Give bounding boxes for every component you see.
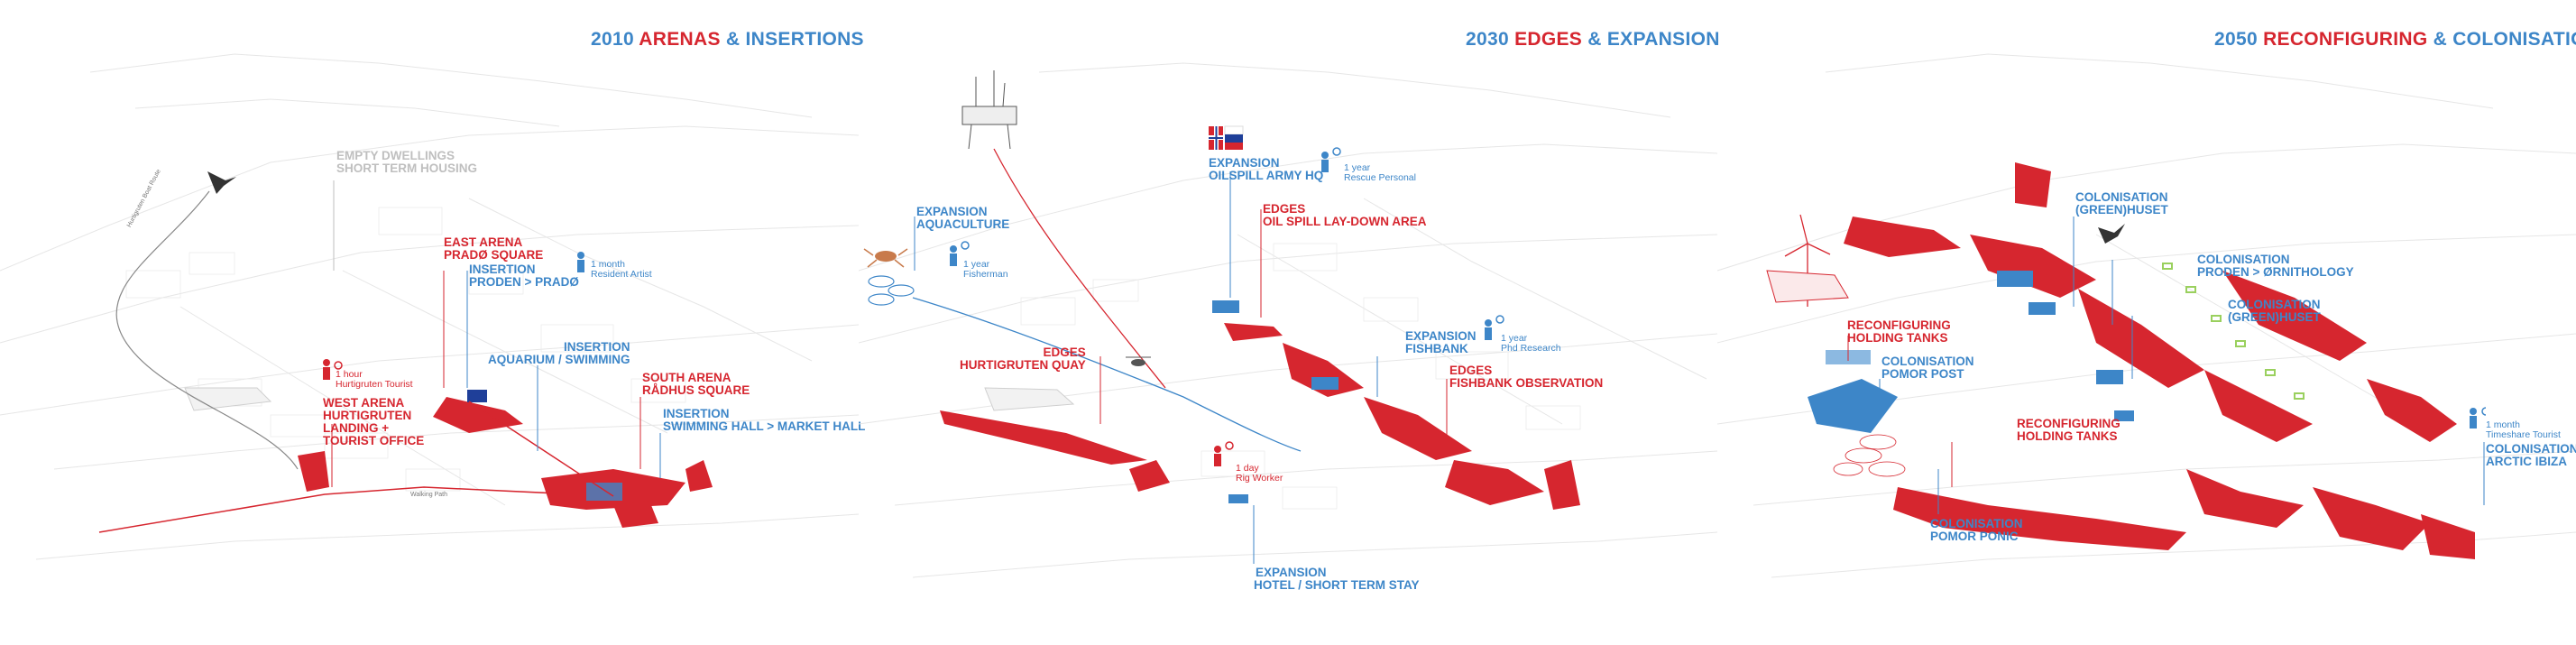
cruise-ship-icon	[984, 387, 1075, 411]
person-icon	[950, 245, 957, 266]
label-swimming-hall: INSERTION SWIMMING HALL > MARKET HALL	[663, 407, 866, 433]
city-map-2030	[859, 62, 1717, 578]
label-fishbank-observation: EDGES FISHBANK OBSERVATION	[1449, 364, 1604, 390]
person-icon	[323, 359, 330, 380]
russia-flag-icon	[1224, 125, 1244, 150]
label-aquarium: INSERTION AQUARIUM / SWIMMING	[488, 340, 630, 366]
label-hurtigruten-quay: EDGES HURTIGRUTEN QUAY	[960, 346, 1086, 372]
insertion-block	[586, 483, 622, 501]
label-arctic-ibiza: COLONISATION ARCTIC IBIZA	[2486, 442, 2576, 468]
label-walking-path: Walking Path	[410, 492, 447, 498]
clock-icon	[1495, 315, 1504, 324]
crab-icon	[863, 248, 908, 268]
panel-2010: 2010 ARENAS & INSERTIONS EMPTY DWELLINGS…	[0, 0, 865, 645]
label-hotel: EXPANSION HOTEL / SHORT TERM STAY	[1254, 566, 1420, 592]
oil-rig-icon	[961, 70, 1017, 150]
clock-icon	[961, 241, 970, 250]
bird-icon	[2098, 224, 2125, 244]
label-aquaculture: EXPANSION AQUACULTURE	[916, 205, 1010, 231]
person-icon	[1485, 319, 1492, 340]
walking-path-line	[98, 486, 578, 533]
label-west-arena: WEST ARENA HURTIGRUTEN LANDING + TOURIST…	[323, 396, 425, 447]
label-oilspill-army: EXPANSION OILSPILL ARMY HQ	[1209, 156, 1324, 182]
norway-flag-icon	[1209, 126, 1223, 150]
helicopter-icon	[1126, 356, 1151, 366]
panel-title: 2030 EDGES & EXPANSION	[1466, 29, 1720, 50]
label-fishbank: EXPANSION FISHBANK	[1405, 329, 1477, 355]
label-ornithology: COLONISATION PRODEN > ØRNITHOLOGY	[2197, 253, 2354, 279]
aquaculture-pens	[868, 275, 915, 306]
label-phd-research: 1 year Phd Research	[1501, 333, 1561, 354]
person-icon	[1321, 152, 1329, 172]
label-pomor-ponic: COLONISATION POMOR PONIC	[1930, 517, 2023, 543]
panel-2050: 2050 RECONFIGURING & COLONISATION COLONI…	[1717, 0, 2576, 645]
clock-icon	[334, 361, 343, 370]
label-greenhuset-b: COLONISATION (GREEN)HUSET	[2228, 298, 2321, 324]
label-rescue-personal: 1 year Rescue Personal	[1344, 162, 1416, 183]
clock-icon	[1332, 147, 1341, 156]
label-hurtigruten-tourist: 1 hour Hurtigruten Tourist	[336, 369, 413, 390]
person-icon	[1214, 446, 1221, 466]
reconfigured-areas	[1844, 162, 2475, 559]
clock-icon	[1225, 441, 1234, 450]
green-pods	[2162, 263, 2305, 400]
label-rig-worker: 1 day Rig Worker	[1236, 463, 1283, 484]
holding-tanks	[1833, 434, 1906, 477]
bird-icon	[207, 171, 236, 194]
rig-route-line	[993, 148, 1166, 389]
connector-line	[468, 401, 614, 497]
expansion-blocks	[1212, 300, 1339, 503]
panel-title: 2010 ARENAS & INSERTIONS	[591, 29, 864, 50]
boat-route-line	[115, 190, 299, 470]
person-icon	[2470, 408, 2477, 428]
holding-platform	[1766, 270, 1849, 303]
label-timeshare-tourist: 1 month Timeshare Tourist	[2486, 419, 2561, 440]
city-map-2050	[1717, 53, 2576, 578]
label-holding-tanks-b: RECONFIGURING HOLDING TANKS	[2017, 417, 2121, 443]
edge-areas	[940, 323, 1580, 510]
label-empty-dwellings: EMPTY DWELLINGS SHORT TERM HOUSING	[336, 149, 478, 175]
label-south-arena: SOUTH ARENA RÅDHUS SQUARE	[642, 371, 750, 397]
colonisation-blocks	[1808, 271, 2134, 433]
label-fisherman: 1 year Fisherman	[963, 259, 1008, 280]
panel-title: 2050 RECONFIGURING & COLONISATION	[2214, 29, 2576, 50]
label-greenhuset-a: COLONISATION (GREEN)HUSET	[2075, 190, 2168, 217]
label-oilspill-laydown: EDGES OIL SPILL LAY-DOWN AREA	[1263, 202, 1427, 228]
label-east-arena: EAST ARENA PRADØ SQUARE	[444, 235, 544, 262]
label-pomor-post: COLONISATION POMOR POST	[1881, 355, 1974, 381]
label-resident-artist: 1 month Resident Artist	[591, 259, 652, 280]
label-holding-tanks-a: RECONFIGURING HOLDING TANKS	[1847, 318, 1951, 345]
insertion-block	[467, 390, 487, 402]
panel-2030: 2030 EDGES & EXPANSION EXPANSION OILSPIL…	[859, 0, 1720, 645]
aquaculture-route-line	[912, 297, 1302, 452]
moon-icon	[2481, 407, 2487, 416]
person-icon	[577, 252, 584, 272]
city-map-2010	[0, 53, 859, 560]
label-insertion-proden: INSERTION PRODEN > PRADØ	[469, 263, 579, 289]
